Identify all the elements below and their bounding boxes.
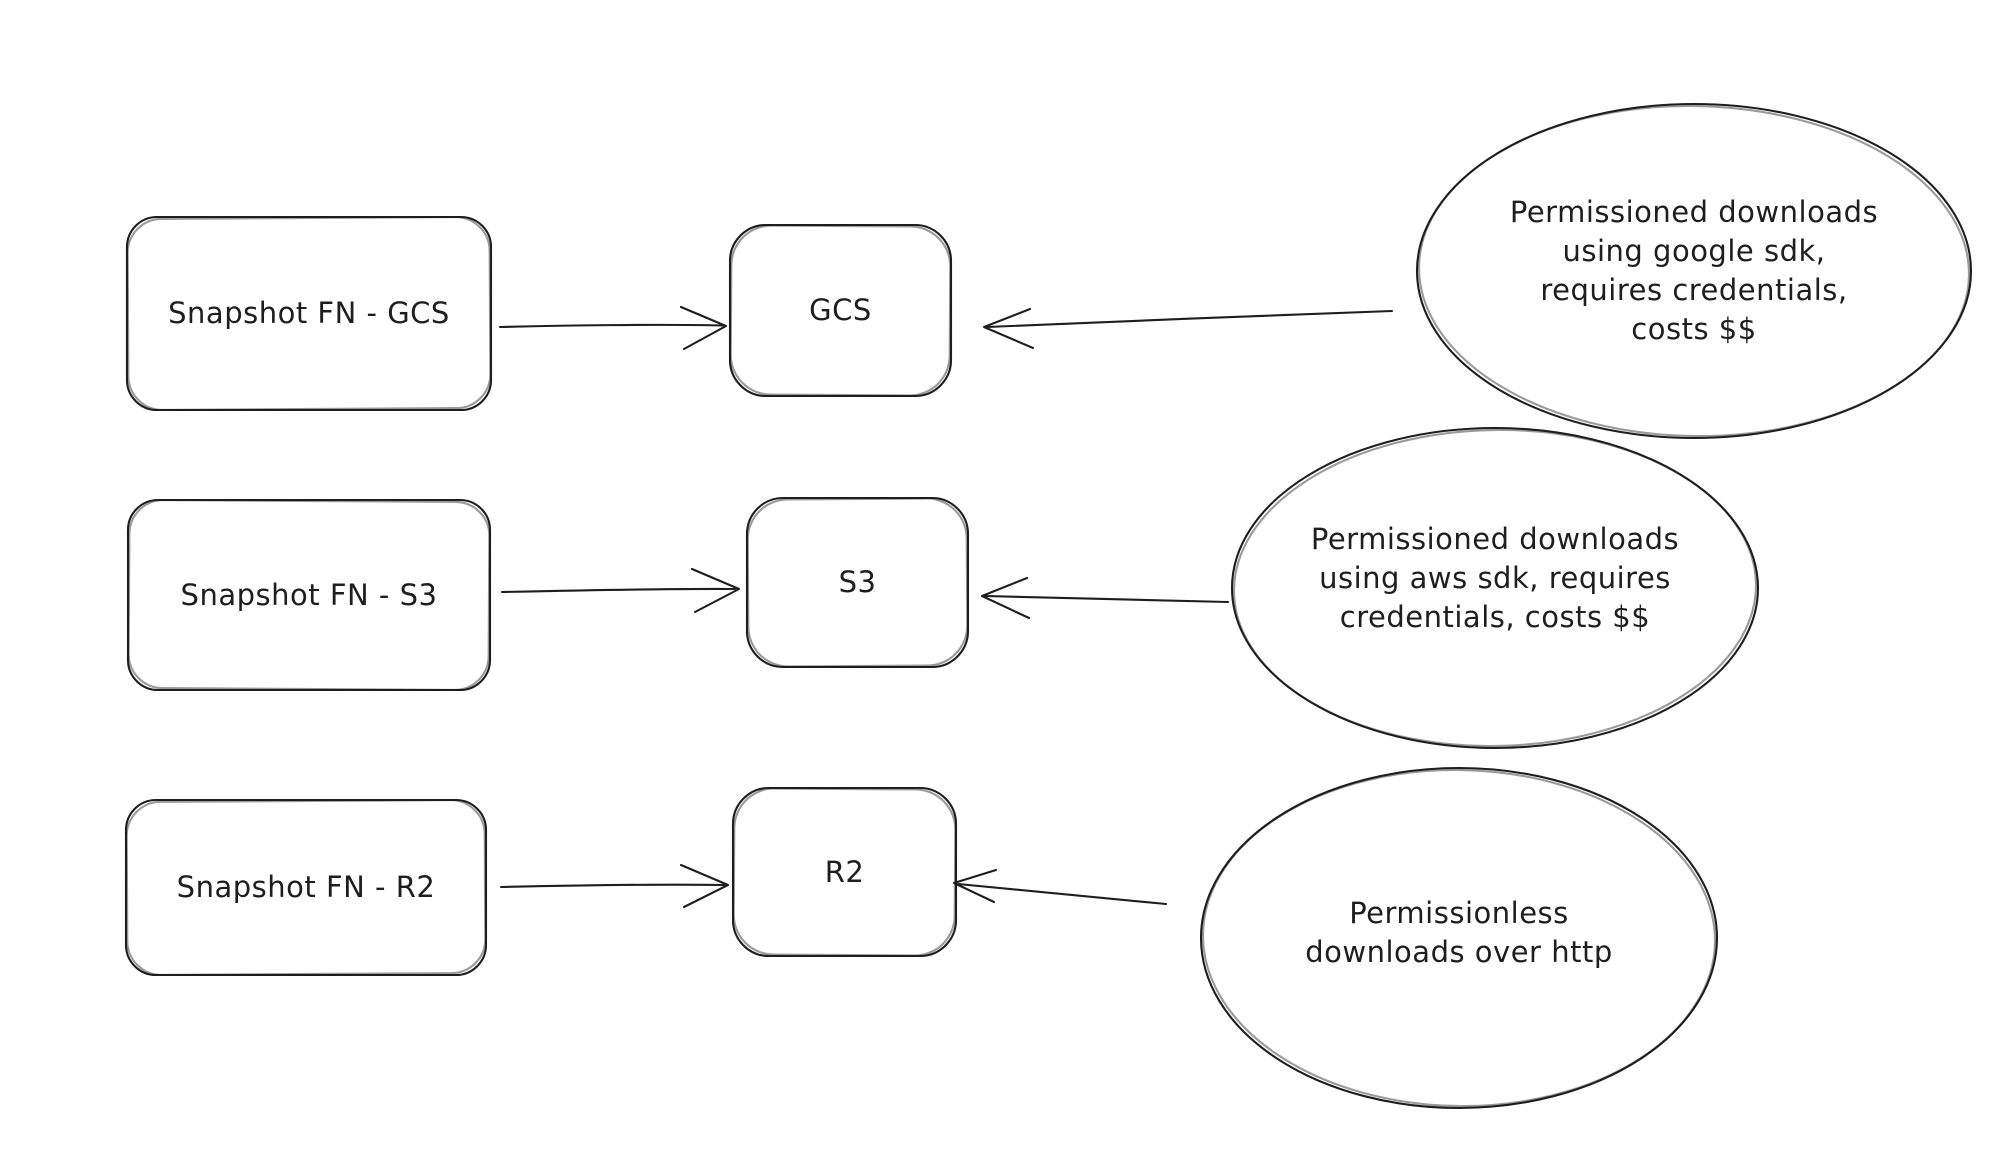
note-s3-label: Permissioned downloads using aws sdk, re… <box>1310 521 1680 634</box>
note-gcs-ellipse <box>1415 102 1973 440</box>
note-gcs-label: Permissioned downloads using google sdk,… <box>1509 195 1879 346</box>
source-r2-label: Snapshot FN - R2 <box>176 870 436 904</box>
target-gcs-label: GCS <box>809 293 872 327</box>
arrow-source-r2-to-r2 <box>499 863 730 909</box>
arrow-note-gcs-to-gcs <box>982 307 1394 350</box>
arrow-note-s3-to-s3 <box>980 576 1230 620</box>
note-s3-ellipse <box>1230 426 1760 750</box>
arrow-source-gcs-to-gcs <box>498 305 728 351</box>
source-s3-box <box>126 498 492 692</box>
target-s3-label: S3 <box>838 565 877 599</box>
arrow-source-s3-to-s3 <box>500 567 741 614</box>
source-gcs-box <box>125 215 493 412</box>
source-s3-label: Snapshot FN - S3 <box>180 577 438 612</box>
arrow-note-r2-to-r2 <box>952 868 1168 906</box>
note-r2-label: Permissionless downloads over http <box>1305 896 1613 969</box>
target-s3-box <box>745 496 970 669</box>
source-r2-box <box>124 798 488 977</box>
target-r2-box <box>731 786 958 958</box>
target-r2-label: R2 <box>824 854 865 889</box>
target-gcs-box <box>728 223 953 398</box>
source-gcs-label: Snapshot FN - GCS <box>168 296 450 330</box>
note-r2-ellipse <box>1199 766 1719 1110</box>
